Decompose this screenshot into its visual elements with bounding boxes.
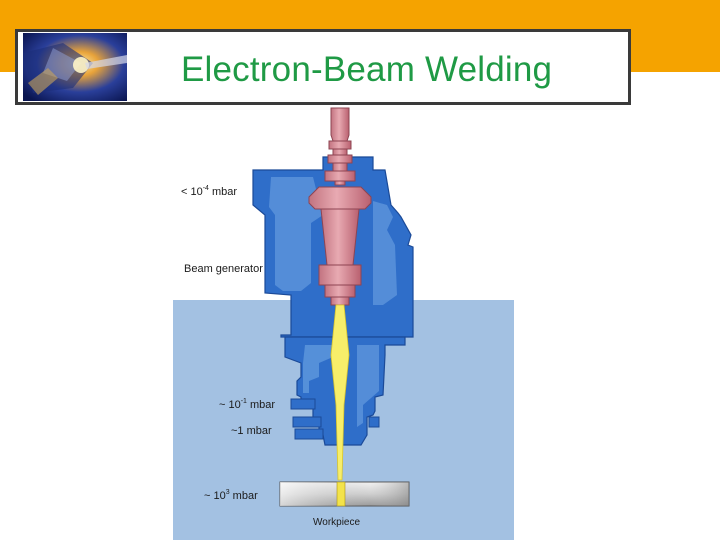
lower-chamber-inner (303, 345, 333, 393)
label-pressure-mid1: ~ 10-1 mbar (219, 398, 276, 411)
label-pressure-mid2: ~1 mbar (231, 425, 272, 437)
electron-beam (330, 304, 350, 481)
lower-chamber-right (357, 345, 379, 427)
aperture-step-2 (292, 416, 322, 428)
aperture-step-3 (294, 428, 324, 440)
aperture-step-4 (368, 416, 380, 428)
label-pressure-top: < 10-4 mbar (181, 185, 238, 198)
welding-photo-logo (23, 33, 127, 101)
slide-title: Electron-Beam Welding (181, 50, 553, 89)
label-beam-generator: Beam generator (184, 263, 263, 275)
workpiece (279, 481, 410, 507)
electron-gun (308, 107, 372, 306)
upper-chamber-inner (269, 177, 323, 291)
ebw-diagram-svg (173, 107, 514, 540)
label-pressure-bottom: ~ 103 mbar (204, 489, 258, 502)
upper-chamber-right-lip (373, 201, 397, 305)
aperture-step-1 (290, 398, 316, 410)
ebw-diagram: < 10-4 mbar Beam generator ~ 10-1 mbar ~… (173, 105, 514, 540)
label-workpiece: Workpiece (313, 517, 361, 528)
